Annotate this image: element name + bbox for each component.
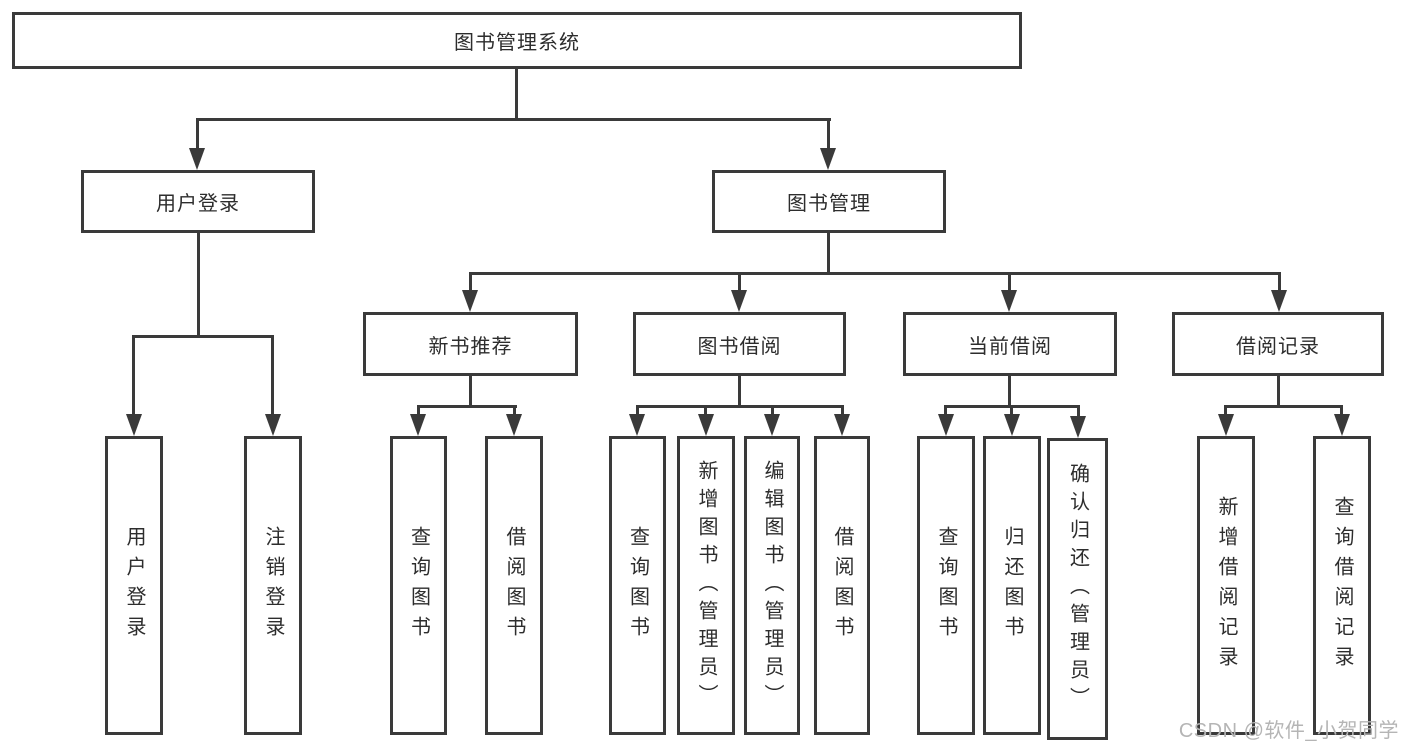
leaf-query-books-recommend: 查询图书 — [390, 436, 447, 735]
connector-vline — [1010, 405, 1013, 419]
arrowhead-down-icon — [764, 414, 780, 436]
arrowhead-down-icon — [126, 414, 142, 436]
node-root: 图书管理系统 — [12, 12, 1022, 69]
leaf-borrow-books-recommend: 借阅图书 — [485, 436, 543, 735]
leaf-add-book-admin: 新增图书（管理员） — [677, 436, 735, 735]
connector-hline — [636, 405, 844, 408]
connector-vline — [1224, 405, 1227, 419]
connector-vline — [738, 376, 741, 408]
connector-vline — [271, 335, 274, 418]
connector-vline — [771, 405, 774, 419]
connector-vline — [1277, 376, 1280, 408]
arrowhead-down-icon — [629, 414, 645, 436]
connector-vline — [827, 233, 830, 275]
connector-vline — [513, 405, 516, 419]
connector-vline — [1278, 272, 1281, 296]
connector-vline — [417, 405, 420, 419]
arrowhead-down-icon — [698, 414, 714, 436]
node-book-borrowing: 图书借阅 — [633, 312, 846, 376]
connector-vline — [515, 68, 518, 121]
connector-vline — [197, 233, 200, 338]
node-book-management: 图书管理 — [712, 170, 946, 233]
connector-hline — [1224, 405, 1343, 408]
connector-hline — [417, 405, 517, 408]
arrowhead-down-icon — [462, 290, 478, 312]
connector-vline — [469, 272, 472, 296]
arrowhead-down-icon — [1271, 290, 1287, 312]
connector-vline — [132, 335, 135, 418]
arrowhead-down-icon — [1001, 290, 1017, 312]
arrowhead-down-icon — [834, 414, 850, 436]
leaf-query-books-current: 查询图书 — [917, 436, 975, 735]
connector-vline — [841, 405, 844, 419]
arrowhead-down-icon — [1334, 414, 1350, 436]
connector-vline — [1008, 272, 1011, 296]
leaf-user-login: 用户登录 — [105, 436, 163, 735]
connector-hline — [196, 118, 831, 121]
watermark: CSDN @软件_小贺同学 — [1178, 720, 1399, 742]
connector-vline — [636, 405, 639, 419]
node-current-borrowing: 当前借阅 — [903, 312, 1117, 376]
connector-vline — [738, 272, 741, 296]
arrowhead-down-icon — [1218, 414, 1234, 436]
arrowhead-down-icon — [506, 414, 522, 436]
connector-hline — [469, 272, 1281, 275]
arrowhead-down-icon — [265, 414, 281, 436]
node-user-login: 用户登录 — [81, 170, 315, 233]
arrowhead-down-icon — [731, 290, 747, 312]
leaf-query-books-borrow: 查询图书 — [609, 436, 666, 735]
node-new-book-recommendation: 新书推荐 — [363, 312, 578, 376]
connector-vline — [944, 405, 947, 419]
connector-vline — [1077, 405, 1080, 421]
connector-hline — [132, 335, 274, 338]
leaf-borrow-books-borrow: 借阅图书 — [814, 436, 870, 735]
leaf-return-book: 归还图书 — [983, 436, 1041, 735]
connector-vline — [704, 405, 707, 419]
connector-vline — [1340, 405, 1343, 419]
leaf-logout: 注销登录 — [244, 436, 302, 735]
arrowhead-down-icon — [189, 148, 205, 170]
leaf-confirm-return-admin: 确认归还（管理员） — [1047, 438, 1108, 740]
arrowhead-down-icon — [410, 414, 426, 436]
connector-vline — [827, 118, 830, 152]
arrowhead-down-icon — [1070, 416, 1086, 438]
leaf-add-borrow-record: 新增借阅记录 — [1197, 436, 1255, 735]
connector-vline — [1008, 376, 1011, 408]
arrowhead-down-icon — [1004, 414, 1020, 436]
connector-vline — [196, 118, 199, 152]
arrowhead-down-icon — [938, 414, 954, 436]
leaf-edit-book-admin: 编辑图书（管理员） — [744, 436, 800, 735]
node-borrowing-records: 借阅记录 — [1172, 312, 1384, 376]
connector-vline — [469, 376, 472, 408]
arrowhead-down-icon — [820, 148, 836, 170]
leaf-query-borrow-record: 查询借阅记录 — [1313, 436, 1371, 735]
